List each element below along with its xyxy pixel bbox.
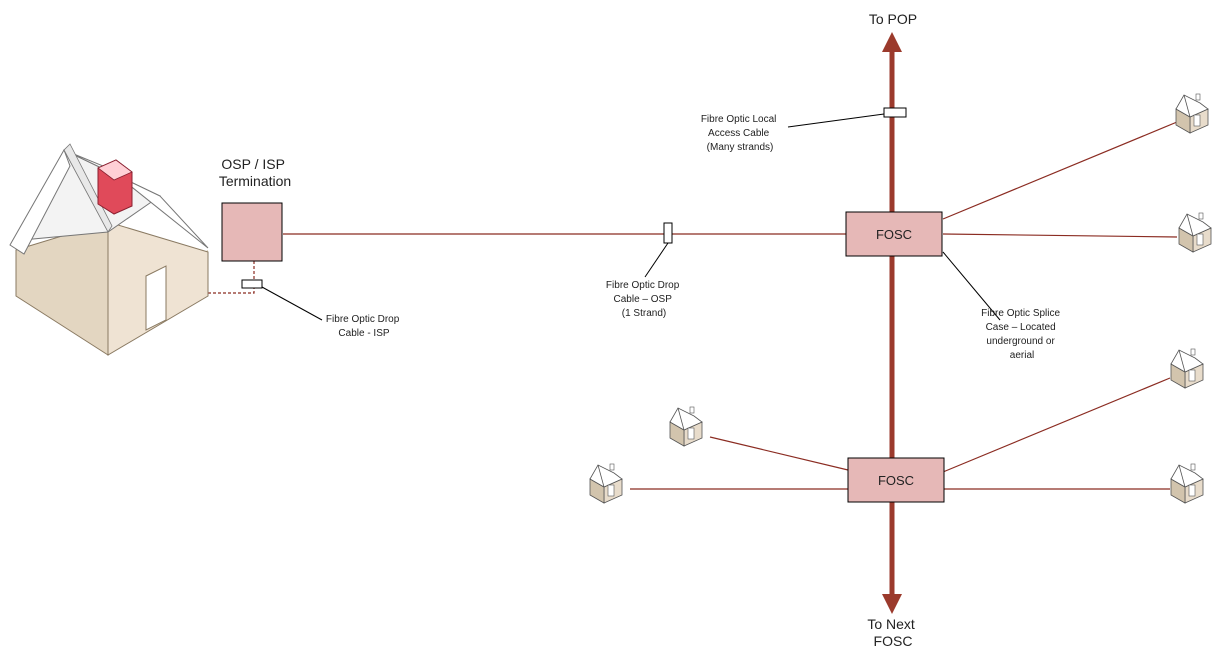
small-house-icon <box>589 463 623 504</box>
leader-line <box>942 251 1001 321</box>
arrow-up-icon <box>882 32 902 52</box>
fosc-upper-label: FOSC <box>876 227 912 242</box>
termination-label: OSP / ISP Termination <box>219 156 291 189</box>
cable-marker <box>241 279 263 289</box>
small-house-icon <box>1178 212 1212 253</box>
drop-osp-label: Fibre Optic Drop Cable – OSP (1 Strand) <box>606 280 682 319</box>
small-house-icon <box>669 406 703 447</box>
house-icon <box>9 143 209 356</box>
drop-cable-isp <box>208 261 255 294</box>
arrow-down-icon <box>882 594 902 614</box>
small-house-icon <box>1170 348 1204 389</box>
branch-cable <box>709 436 849 471</box>
branch-cable <box>942 121 1178 220</box>
cable-marker <box>663 222 673 244</box>
drop-isp-label: Fibre Optic Drop Cable - ISP <box>326 314 402 339</box>
leader-line <box>787 113 885 128</box>
cable-marker <box>883 107 907 118</box>
to-next-fosc-label: To Next FOSC <box>867 616 918 649</box>
leader-line <box>261 286 323 321</box>
splice-case-label: Fibre Optic Splice Case – Located underg… <box>981 308 1063 361</box>
local-access-label: Fibre Optic Local Access Cable (Many str… <box>701 114 779 153</box>
to-pop-label: To POP <box>869 11 917 27</box>
leader-line <box>644 242 669 278</box>
small-house-icon <box>1175 93 1209 134</box>
branch-cable <box>942 233 1178 238</box>
small-house-icon <box>1170 463 1204 504</box>
branch-cable <box>942 377 1171 473</box>
fosc-lower-box <box>847 457 945 503</box>
fosc-upper-box <box>845 211 943 257</box>
fosc-lower-label: FOSC <box>878 473 914 488</box>
termination-box <box>221 202 283 262</box>
